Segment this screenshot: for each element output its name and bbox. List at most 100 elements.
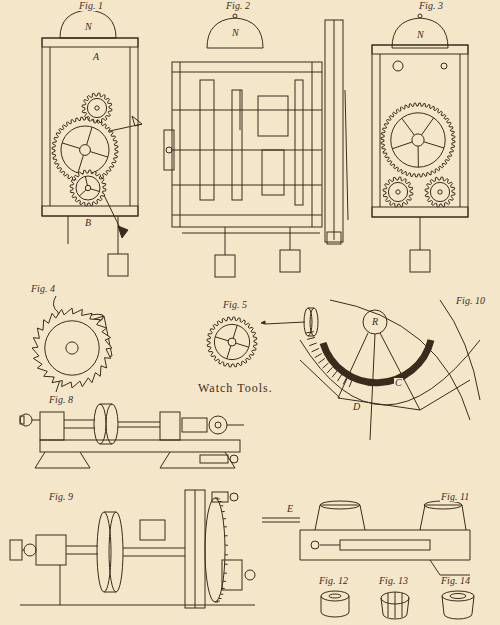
clock-movement-side-stroke [240, 90, 241, 130]
scale-ticks-stroke [327, 367, 332, 373]
gear-wheel-stroke [383, 177, 413, 207]
clock-movement-side-stroke [233, 14, 237, 18]
depthing-arc-stroke [300, 360, 340, 398]
gear-wheel-stroke [228, 338, 236, 346]
clock-movement-front-stroke [410, 250, 430, 272]
clock-movement-front-stroke [460, 54, 461, 207]
watch-lathe-stroke [227, 425, 244, 426]
wheel-cutting-engine-stroke [222, 560, 242, 590]
small-parts [321, 591, 474, 619]
clock-movement-side-stroke [200, 80, 214, 200]
gear-wheel-stroke [396, 190, 400, 194]
dividing-plate-teeth-stroke [225, 535, 228, 536]
dividing-plate-teeth-stroke [222, 588, 225, 589]
clock-movement-side-stroke [334, 20, 335, 240]
watch-lathe-stroke [118, 422, 160, 423]
figure-number: Fig. 14 [440, 576, 471, 586]
gear-wheel-stroke [61, 126, 109, 174]
clock-movement-side-stroke [172, 62, 322, 227]
clock-movement-side-stroke [280, 250, 300, 272]
clock-movement-front-stroke [380, 54, 381, 207]
gear-wheel-stroke [424, 142, 444, 148]
clock-movement-front-stroke [418, 14, 422, 18]
clock-movement-front-stroke [393, 61, 403, 71]
wheel-cutting-engine-stroke [66, 546, 98, 547]
depthing-arc-stroke [330, 300, 470, 420]
clock-movement-front [372, 14, 468, 272]
clock-movement-side-stroke [164, 130, 174, 170]
uprighting-tool-stroke [320, 501, 360, 509]
clock-movement-stroke [108, 254, 128, 276]
dividing-plate-teeth-stroke [215, 498, 218, 499]
watch-lathe-stroke [100, 404, 112, 405]
clock-movement-stroke [42, 38, 138, 47]
gear-wheel-stroke [227, 346, 231, 359]
dividing-plate-teeth-stroke [222, 511, 225, 512]
watch-lathe-stroke [64, 428, 95, 429]
watch-lathe-stroke [40, 412, 64, 440]
reference-letter: C [394, 378, 403, 388]
watch-lathe-stroke [20, 416, 24, 424]
gear-wheel-stroke [66, 342, 78, 354]
watch-lathe-stroke [40, 440, 240, 452]
clock-movement-side-stroke [258, 96, 288, 136]
reference-letter: N [231, 28, 240, 38]
gear-wheel [383, 177, 413, 207]
watch-lathe-stroke [118, 427, 160, 428]
clock-movement-front-stroke [372, 45, 468, 217]
gear-wheel [381, 103, 455, 177]
reference-letter: B [84, 218, 92, 228]
watch-lathe-stroke [20, 414, 32, 426]
watch-lathe-stroke [35, 452, 90, 468]
toothed-wheel-stroke [261, 321, 265, 324]
reference-letter: E [286, 504, 294, 514]
small-parts-stroke [329, 594, 341, 598]
gear-wheel [82, 93, 112, 123]
gear-wheel-stroke [402, 118, 415, 135]
watch-lathe-stroke [106, 404, 118, 444]
gear-wheel-stroke [236, 343, 249, 347]
gear-wheel-stroke [214, 324, 249, 359]
gear-wheel-stroke [91, 189, 100, 192]
scale-ticks-stroke [343, 377, 347, 384]
toothed-wheel [207, 308, 318, 367]
figure-number: Fig. 12 [318, 576, 349, 586]
uprighting-tool-stroke [424, 501, 462, 509]
watch-lathe-stroke [215, 422, 221, 428]
clock-movement-stroke [50, 47, 51, 206]
clock-movement-side-stroke [172, 215, 322, 216]
gear-wheel-stroke [79, 190, 86, 196]
small-parts-stroke [395, 592, 396, 618]
toothed-wheel-stroke [265, 322, 305, 324]
figure-number: Fig. 11 [440, 492, 470, 502]
watch-lathe-stroke [100, 444, 112, 445]
depthing-arc-stroke [370, 334, 375, 440]
wheel-cutting-engine-stroke [36, 535, 66, 565]
watch-lathe-stroke [230, 455, 238, 463]
gear-wheel-stroke [425, 177, 455, 207]
clock-movement-stroke [118, 226, 128, 238]
wheel-cutting-engine-stroke [185, 490, 205, 608]
reference-letter: N [84, 22, 93, 32]
gear-wheel-stroke [45, 321, 99, 375]
scale-ticks-stroke [332, 371, 337, 377]
dividing-plate-teeth-stroke [220, 505, 223, 506]
clock-movement-side-stroke [182, 233, 320, 234]
gear-wheel-stroke [32, 308, 112, 388]
watch-lathe-stroke [160, 452, 235, 468]
small-parts-stroke [450, 594, 466, 599]
toothed-wheel-stroke [308, 336, 314, 337]
scale-ticks-stroke [309, 343, 317, 346]
clock-movement-side-stroke [325, 20, 343, 242]
wheel-cutting-engine-stroke [66, 554, 98, 555]
gear-wheel-stroke [391, 113, 445, 167]
dividing-plate-teeth-stroke [223, 581, 226, 582]
uprighting-tool-stroke [320, 545, 340, 546]
clock-movement-front-stroke [420, 217, 421, 250]
figure-number: Fig. 9 [48, 492, 74, 502]
dividing-plate-teeth-stroke [224, 526, 227, 527]
small-parts-stroke [388, 593, 389, 617]
watch-lathe [20, 404, 244, 468]
